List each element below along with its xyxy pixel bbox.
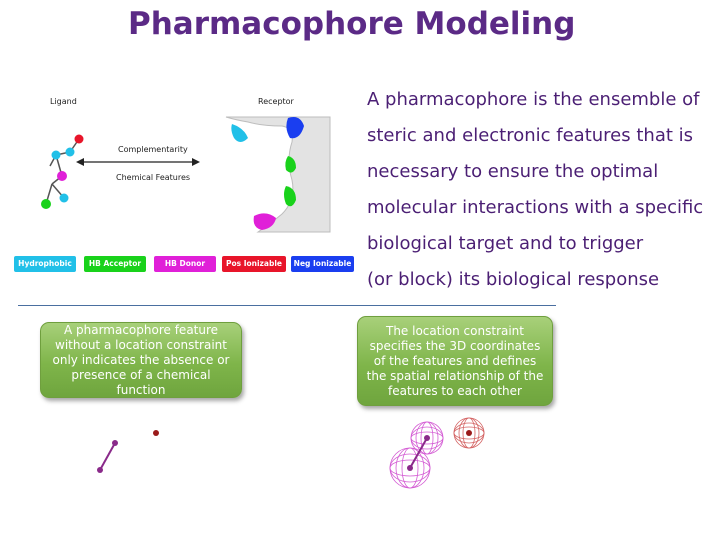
definition-text: A pharmacophore is the ensemble of steri… — [367, 82, 720, 298]
double-arrow-icon — [76, 158, 200, 166]
definition-line: A pharmacophore is the ensemble of — [367, 89, 700, 110]
legend-neg-ionizable: Neg Ionizable — [291, 256, 354, 272]
legend-hydrophobic: Hydrophobic — [14, 256, 76, 272]
page-title: Pharmacophore Modeling — [128, 6, 576, 42]
diagram-graphics — [41, 116, 331, 233]
receptor-pocket-icon — [225, 116, 331, 233]
ligand-molecule-icon — [41, 134, 84, 209]
definition-line: necessary to ensure the optimal — [367, 161, 659, 182]
complementarity-label: Complementarity — [118, 145, 188, 154]
receptor-label: Receptor — [258, 97, 294, 106]
callout-no-location-text: A pharmacophore feature without a locati… — [52, 322, 230, 397]
legend-hb-acceptor: HB Acceptor — [84, 256, 146, 272]
ligand-label: Ligand — [50, 97, 77, 106]
callout-location-constraint: The location constraint specifies the 3D… — [357, 316, 553, 406]
definition-line: molecular interactions with a specific — [367, 197, 704, 218]
definition-line: steric and electronic features that is — [367, 125, 694, 146]
callout-location-text: The location constraint specifies the 3D… — [366, 323, 544, 398]
feature-points-icon — [97, 430, 159, 473]
definition-line: biological target and to trigger — [367, 233, 644, 254]
legend-hb-donor: HB Donor — [154, 256, 216, 272]
callout-no-location: A pharmacophore feature without a locati… — [40, 322, 242, 398]
location-spheres-icon — [389, 417, 485, 489]
legend-pos-ionizable: Pos Ionizable — [222, 256, 286, 272]
divider — [18, 305, 556, 306]
chemical-features-label: Chemical Features — [116, 173, 191, 182]
definition-line: (or block) its biological response — [367, 269, 660, 290]
